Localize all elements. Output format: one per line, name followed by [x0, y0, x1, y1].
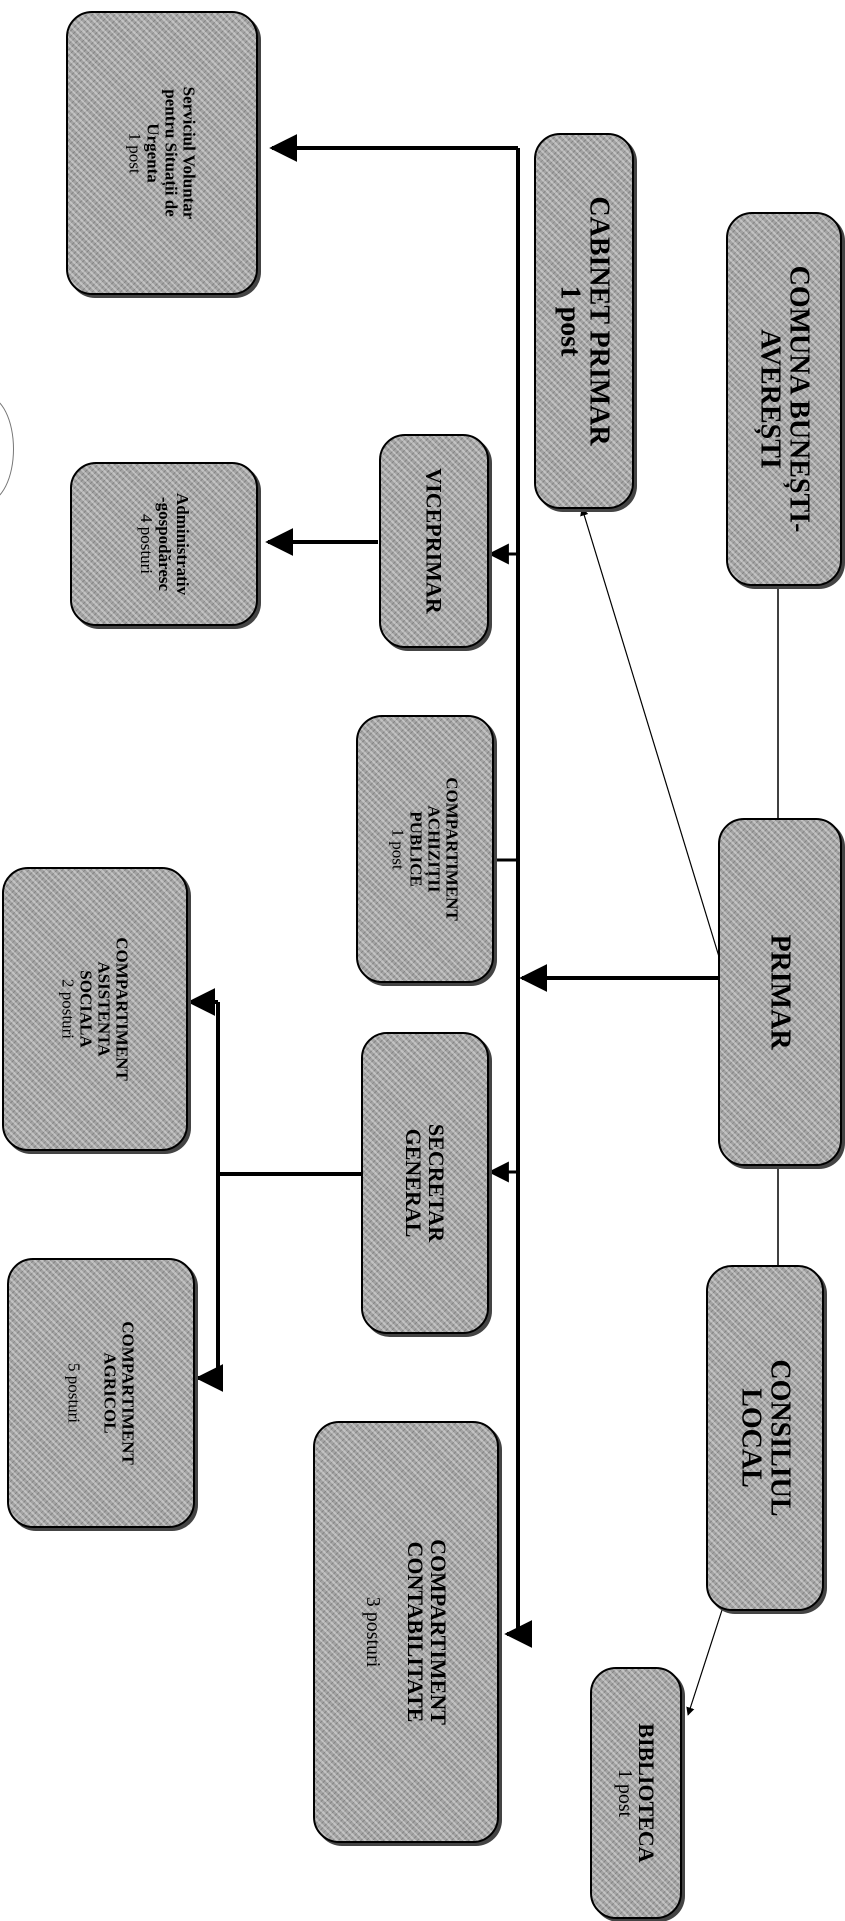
node-asistenta-title: COMPARTIMENT ASISTENTA SOCIALA [77, 937, 132, 1081]
node-primar-title: PRIMAR [764, 934, 796, 1050]
node-administrativ-title: Administrativ -gospodăresc [154, 493, 192, 595]
node-consiliul-title: CONSILIUL LOCAL [735, 1359, 796, 1517]
node-svsu-title: Serviciul Voluntar pentru Situații de Ur… [144, 86, 199, 220]
node-asistenta: COMPARTIMENT ASISTENTA SOCIALA 2 posturi [2, 867, 188, 1151]
node-viceprimar-title: VICEPRIMAR [421, 468, 447, 614]
node-secretar-title: SECRETAR GENERAL [401, 1123, 450, 1243]
node-administrativ: Administrativ -gospodăresc 4 posturi [70, 462, 258, 626]
node-comuna-title: COMUNA BUNEȘTI- AVEREȘTI [754, 265, 815, 533]
node-consiliul: CONSILIUL LOCAL [706, 1265, 824, 1611]
node-achizitii-subtitle: 1 post [389, 828, 409, 870]
node-agricol-title: COMPARTIMENT AGRICOL [100, 1321, 138, 1465]
node-viceprimar: VICEPRIMAR [379, 434, 489, 648]
arrow-primar-cabinet [580, 507, 721, 961]
node-biblioteca-title: BIBLIOTECA [634, 1723, 660, 1863]
node-biblioteca-subtitle: 1 post [613, 1768, 636, 1818]
node-achizitii: COMPARTIMENT ACHIZIȚII PUBLICE 1 post [356, 715, 494, 983]
node-svsu-subtitle: 1 post [126, 132, 146, 174]
node-contabilitate-subtitle: 3 posturi [361, 1596, 384, 1668]
node-svsu: Serviciul Voluntar pentru Situații de Ur… [66, 11, 258, 295]
node-administrativ-subtitle: 4 posturi [137, 514, 157, 574]
node-agricol-subtitle: 5 posturi [65, 1363, 85, 1423]
node-contabilitate-title: COMPARTIMENT CONTABILITATE [403, 1539, 452, 1725]
node-biblioteca: BIBLIOTECA 1 post [590, 1667, 682, 1919]
node-secretar: SECRETAR GENERAL [361, 1032, 489, 1334]
arrow-consiliul-biblioteca [686, 1609, 723, 1716]
node-primar: PRIMAR [718, 818, 842, 1166]
node-agricol: COMPARTIMENT AGRICOL 5 posturi [7, 1258, 195, 1528]
node-comuna: COMUNA BUNEȘTI- AVEREȘTI [726, 212, 842, 586]
node-contabilitate: COMPARTIMENT CONTABILITATE 3 posturi [313, 1421, 499, 1843]
node-cabinet-title: CABINET PRIMAR 1 post [554, 196, 615, 446]
node-achizitii-title: COMPARTIMENT ACHIZIȚII PUBLICE [407, 777, 462, 921]
node-cabinet: CABINET PRIMAR 1 post [534, 133, 634, 509]
node-asistenta-subtitle: 2 posturi [59, 979, 79, 1039]
